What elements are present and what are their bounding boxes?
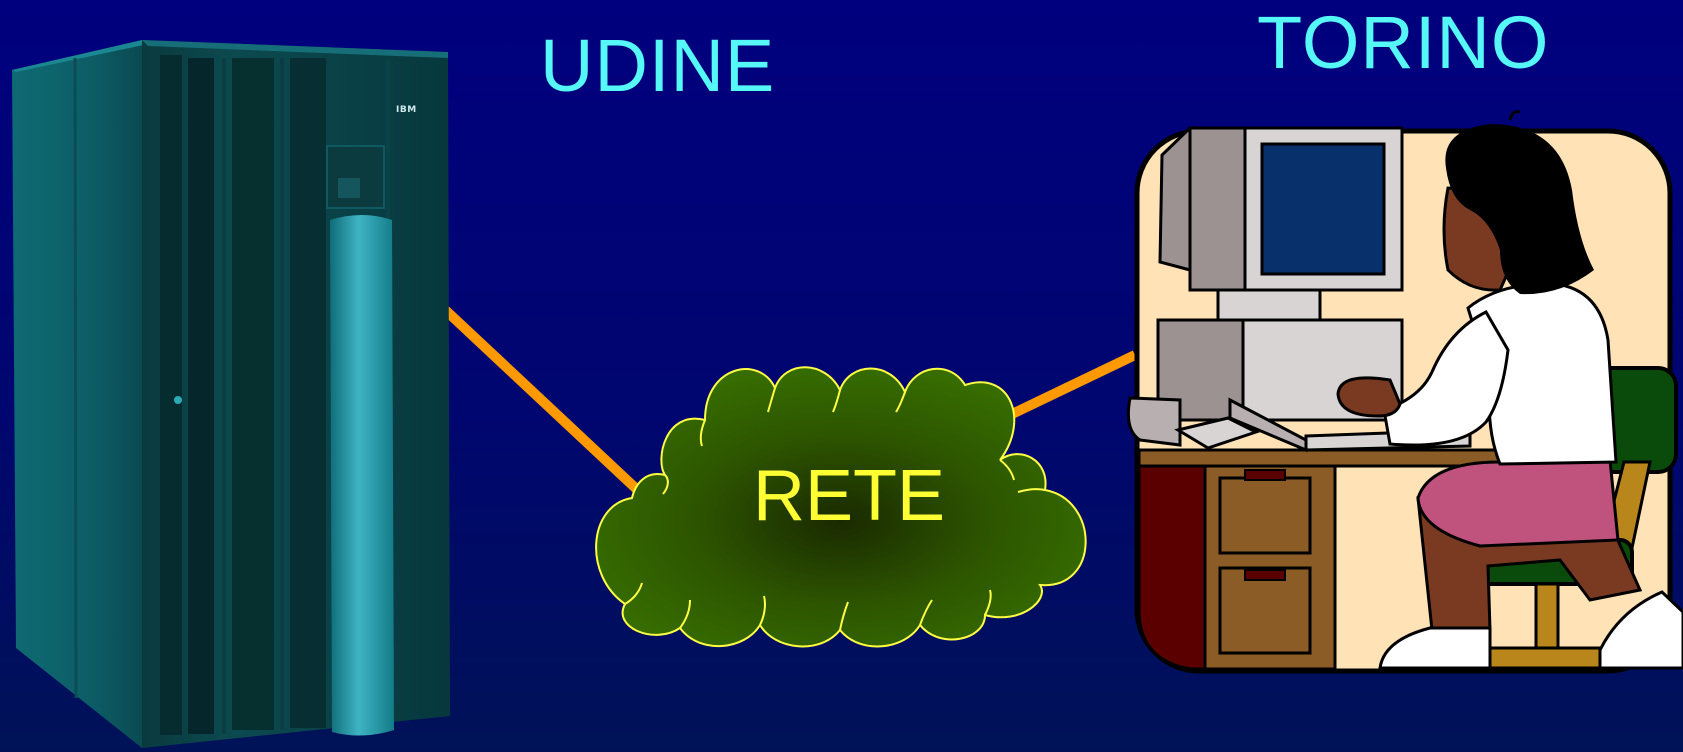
cloud-icon [595,366,1087,648]
link-network-to-workstation [1007,350,1138,420]
location-label-torino: TORINO [1257,1,1550,84]
link-mainframe-to-network [436,301,649,501]
network-label: RETE [752,456,946,536]
connection-lines [436,301,1138,501]
ibm-logo-badge: IBM [396,105,417,115]
person-at-computer-icon [1126,110,1683,674]
mainframe-icon [12,40,450,748]
location-label-udine: UDINE [540,24,776,107]
